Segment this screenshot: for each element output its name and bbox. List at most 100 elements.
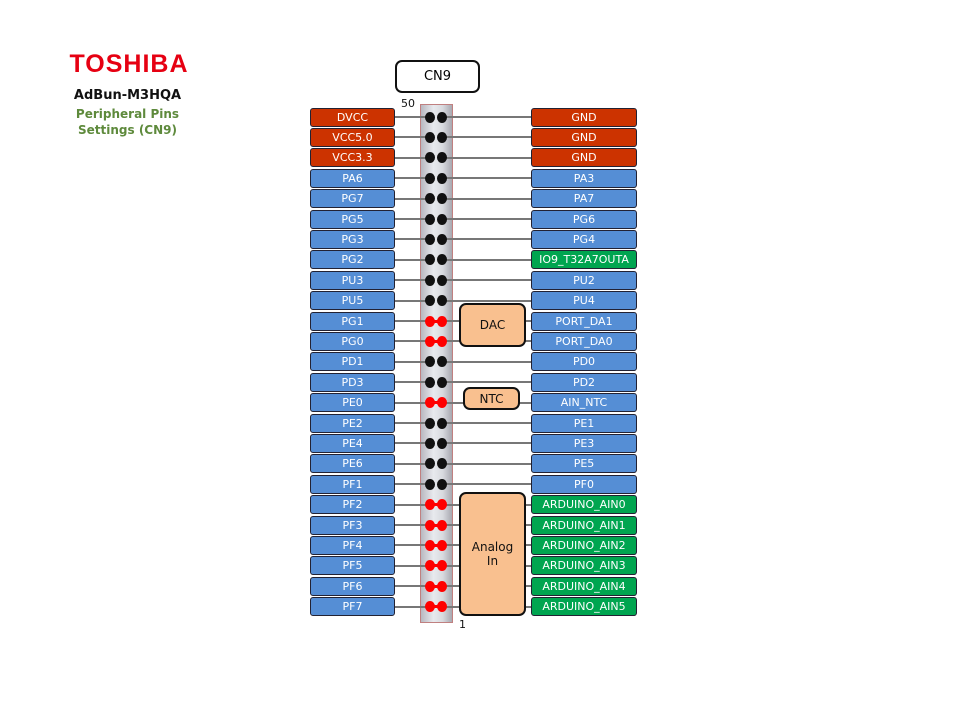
pin-label-left: PE0 [310,393,395,413]
jumper [430,543,442,547]
pin-label-left: PG3 [310,229,395,249]
wire-left [394,503,430,506]
pin-hole [425,295,435,307]
pin-hole [425,233,435,245]
wire-left [394,422,430,424]
pin-hole [425,539,435,551]
pin-hole [425,193,435,205]
pin-hole [425,458,435,470]
pin-hole [437,417,447,429]
wire-left [394,483,430,486]
pin-hole [437,193,447,205]
pin-hole [425,580,435,592]
wire-right [442,238,532,241]
diagram-subtitle: Peripheral Pins Settings (CN9) [60,106,195,138]
pin-hole [437,335,447,347]
wire-left [394,381,430,384]
pin-label-left: PG2 [310,250,395,270]
pin-label-right: PE5 [531,454,637,474]
analog-line2: In [486,554,499,568]
pin-label-left: PD1 [310,352,395,372]
pin-hole [437,356,447,368]
pin-label-right: IO9_T32A7OUTA [531,250,637,270]
pin-label-left: PF7 [310,597,395,617]
pin-label-right: PA7 [531,189,637,209]
pin-label-right: PU2 [531,270,637,290]
pin-label-left: PG1 [310,311,395,331]
pin-hole [425,213,435,225]
pin-label-right: PF0 [531,474,637,494]
pin-label-left: PG5 [310,209,395,229]
wire-left [394,544,430,547]
pin-hole [425,499,435,511]
pin-label-right: PU4 [531,291,637,311]
jumper [430,564,442,568]
wire-right [442,116,532,118]
board-name: AdBun-M3HQA [73,88,182,103]
pin-hole [437,274,447,286]
pin-1-label: 1 [459,618,466,631]
jumper [430,319,442,323]
wire-right [442,483,532,486]
wire-left [394,299,430,302]
pin-hole [425,254,435,266]
pin-hole [437,213,447,225]
pin-hole [437,315,447,327]
wire-left [394,238,430,241]
pin-hole [437,580,447,592]
wire-left [394,340,430,343]
wire-left [394,116,430,118]
pin-hole [425,437,435,449]
pin-label-right: ARDUINO_AIN1 [531,515,637,535]
wire-left [394,320,430,322]
pin-hole [437,478,447,490]
pin-hole [425,274,435,286]
wire-right [442,360,532,363]
pin-hole [437,499,447,511]
wire-right [442,197,532,200]
wire-left [394,360,430,363]
pin-label-left: PF3 [310,515,395,535]
wire-right [442,156,532,159]
pin-label-right: PE3 [531,433,637,453]
pin-label-right: PORT_DA0 [531,331,637,351]
wire-right [442,381,532,384]
wire-left [394,218,430,220]
pin-hole [437,295,447,307]
pin-50-label: 50 [401,97,415,110]
pin-hole [425,478,435,490]
pin-label-right: ARDUINO_AIN2 [531,535,637,555]
jumper [430,523,442,527]
pin-hole [437,560,447,572]
pin-label-right: PD2 [531,372,637,392]
pin-label-left: PG0 [310,331,395,351]
wire-left [394,442,430,445]
pin-label-right: AIN_NTC [531,393,637,413]
toshiba-logo: TOSHIBA [69,50,189,78]
pin-hole [425,315,435,327]
pin-label-left: PE2 [310,413,395,433]
subtitle-line2: Settings (CN9) [78,123,177,137]
pin-label-right: PE1 [531,413,637,433]
pin-label-left: PF5 [310,556,395,576]
pin-hole [425,131,435,143]
analog-in-block: Analog In [459,492,526,616]
wire-left [394,136,430,139]
dac-block: DAC [459,303,526,347]
pin-label-right: PA3 [531,168,637,188]
pin-hole [425,172,435,184]
pin-label-left: PE6 [310,454,395,474]
pin-label-left: PD3 [310,372,395,392]
pin-label-right: GND [531,127,637,147]
wire-right [442,279,532,282]
pin-label-right: ARDUINO_AIN4 [531,576,637,596]
pin-label-left: PF2 [310,495,395,515]
pin-label-right: PD0 [531,352,637,372]
wire-left [394,258,430,261]
pin-hole [437,539,447,551]
pin-label-left: VCC5.0 [310,127,395,147]
connector-label: CN9 [395,60,480,93]
pin-label-right: PG4 [531,229,637,249]
wire-left [394,585,430,588]
